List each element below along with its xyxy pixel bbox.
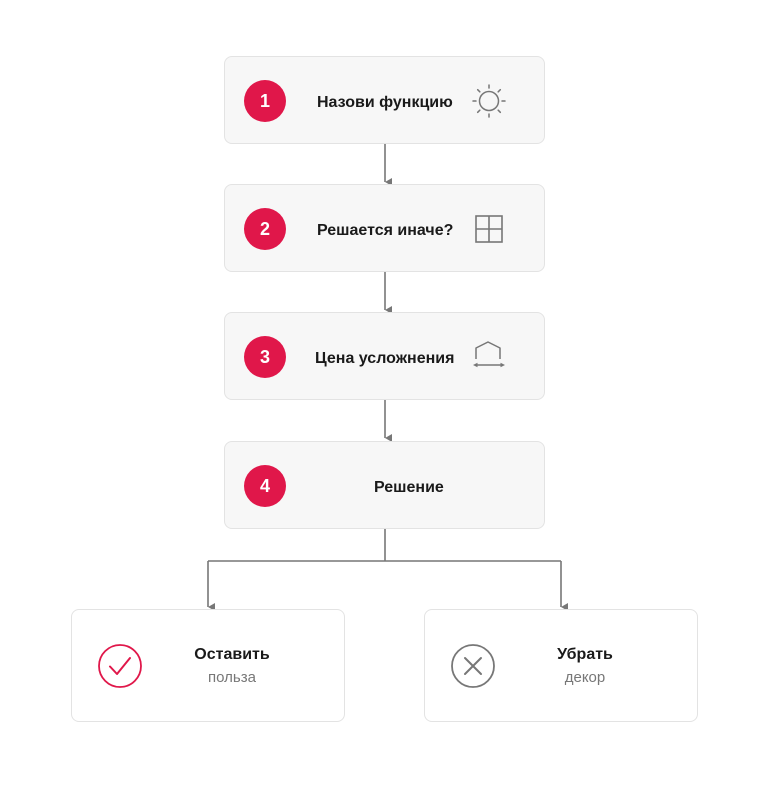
outcome-keep-subtitle: польза: [208, 669, 256, 686]
outcome-remove-box: Убрать декор: [424, 609, 698, 722]
outcome-remove-title: Убрать: [557, 646, 613, 663]
step-1-badge: 1: [244, 80, 286, 122]
step-2-box: 2 Решается иначе?: [224, 184, 545, 272]
step-2-badge: 2: [244, 208, 286, 250]
window-grid-icon: [475, 215, 503, 243]
step-4-label: Решение: [374, 479, 444, 496]
outcome-keep-title: Оставить: [194, 646, 270, 663]
step-3-badge: 3: [244, 336, 286, 378]
step-4-badge: 4: [244, 465, 286, 507]
sun-icon: [472, 84, 506, 118]
step-2-label: Решается иначе?: [317, 222, 454, 239]
width-measure-icon: [473, 341, 505, 368]
step-4-box: 4 Решение: [224, 441, 545, 529]
x-circle-icon: [451, 644, 495, 688]
branch-connector: [208, 529, 561, 562]
outcome-keep-box: Оставить польза: [71, 609, 345, 722]
step-1-box: 1 Назови функцию: [224, 56, 545, 144]
check-circle-icon: [98, 644, 142, 688]
step-3-label: Цена усложнения: [315, 350, 455, 367]
step-1-label: Назови функцию: [317, 94, 453, 111]
outcome-remove-subtitle: декор: [564, 669, 606, 686]
step-3-box: 3 Цена усложнения: [224, 312, 545, 400]
